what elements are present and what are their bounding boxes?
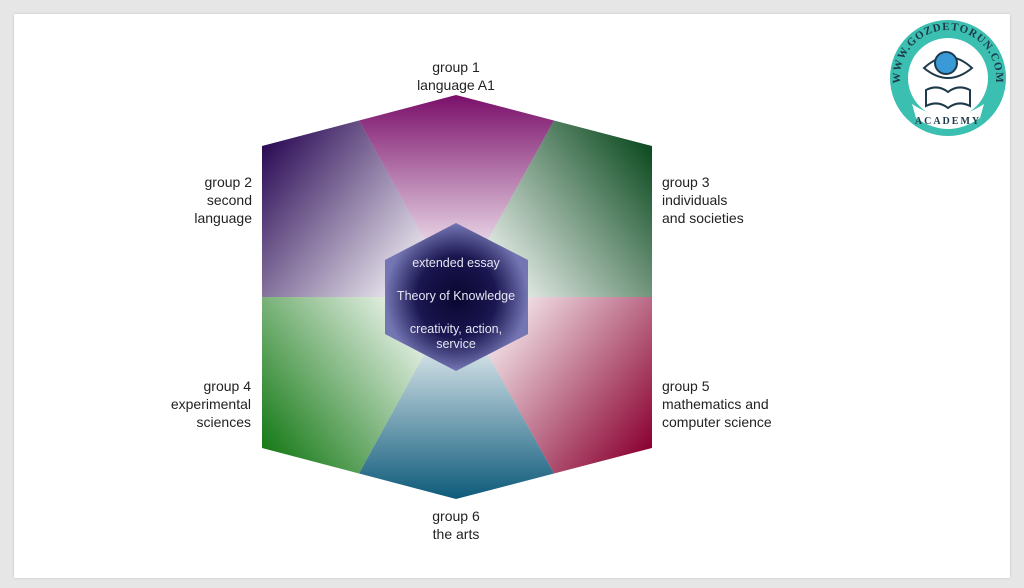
wedge-group-1 <box>359 95 554 297</box>
wedge-group-6 <box>359 297 554 499</box>
core-hexagon <box>385 223 528 371</box>
svg-text:ACADEMY: ACADEMY <box>915 116 981 127</box>
core-extended-essay: extended essay <box>412 256 500 270</box>
core-cas: creativity, action,service <box>409 322 503 351</box>
logo: WWW.GOZDETORUN.COM ACADEMY <box>890 20 1006 136</box>
core-theory-of-knowledge: Theory of Knowledge <box>396 289 516 303</box>
